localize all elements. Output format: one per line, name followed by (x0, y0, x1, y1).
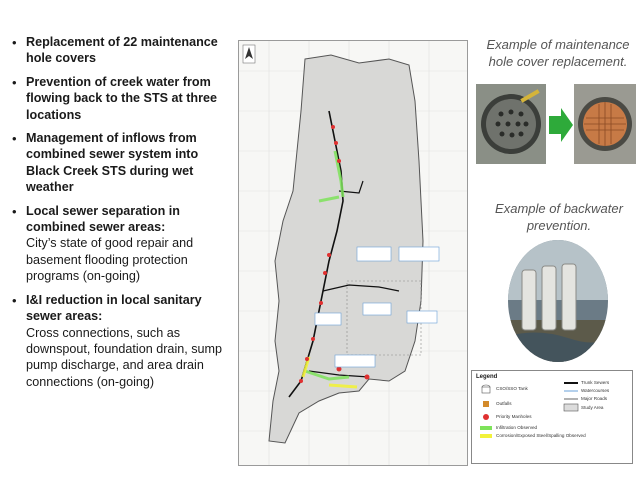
legend-label: Priority Manholes (496, 414, 532, 419)
legend-label: Outfalls (496, 401, 512, 406)
bullet-item: • Replacement of 22 maintenance hole cov… (12, 34, 234, 67)
outfall-icon (483, 401, 489, 407)
callout-boxes (314, 246, 440, 368)
legend-title: Legend (476, 374, 498, 380)
map-graphic (239, 41, 467, 465)
bullet-item: • Prevention of creek water from flowing… (12, 74, 234, 123)
study-area-boundary (268, 54, 424, 444)
corrosion-swatch (480, 434, 492, 438)
infiltration-swatch (480, 426, 492, 430)
bullet-item: • Management of inflows from combined se… (12, 130, 234, 196)
bullet-heading: Management of inflows from combined sewe… (26, 131, 199, 195)
bullet-dot: • (12, 131, 17, 147)
old-cover-photo (476, 84, 546, 164)
bullet-heading: I&I reduction in local sanitary sewer ar… (26, 292, 202, 324)
map-legend: Legend CSO/SSO Tank Trunk Sewers Waterco… (471, 370, 633, 464)
arrow-right-icon (549, 108, 573, 142)
bullet-heading: Replacement of 22 maintenance hole cover… (26, 35, 218, 66)
legend-label: Watercourses (581, 388, 610, 393)
legend-label: Major Roads (581, 396, 608, 401)
north-arrow-icon (242, 44, 256, 64)
bullet-dot: • (12, 292, 17, 308)
caption-cover: Example of maintenance hole cover replac… (486, 37, 630, 69)
bullet-dot: • (12, 74, 17, 90)
legend-label: Corrosion/Exposed Steel/Spalling Observe… (496, 433, 586, 438)
study-area-swatch (563, 403, 579, 412)
bullet-heading: Local sewer separation in combined sewer… (26, 203, 180, 235)
legend-label: Trunk Sewers (581, 380, 610, 385)
bullet-dot: • (12, 35, 17, 50)
study-area-map (238, 40, 468, 466)
cso-tank-body (481, 386, 491, 394)
bullet-list: • Replacement of 22 maintenance hole cov… (12, 34, 234, 397)
trunk-sewer-branch (308, 180, 400, 378)
legend-label: CSO/SSO Tank (496, 386, 528, 391)
caption-backwater: Example of backwater prevention. (495, 201, 623, 233)
bullet-heading: Prevention of creek water from flowing b… (26, 74, 218, 122)
priority-manhole-icon (483, 414, 489, 420)
bullet-dot: • (12, 203, 17, 219)
legend-label: Infiltration Observed (496, 425, 538, 430)
new-cover-photo (574, 84, 636, 164)
bullet-detail: Cross connections, such as downspout, fo… (26, 325, 223, 389)
priority-manholes (299, 125, 370, 383)
legend-symbols (480, 382, 579, 438)
bullet-detail: City’s state of good repair and basement… (26, 236, 194, 284)
bullet-item: • Local sewer separation in combined sew… (12, 203, 234, 285)
bullet-item: • I&I reduction in local sanitary sewer … (12, 292, 234, 390)
legend-label: Study Area (581, 405, 604, 410)
inset-box (346, 280, 422, 356)
backwater-photo (508, 240, 608, 362)
